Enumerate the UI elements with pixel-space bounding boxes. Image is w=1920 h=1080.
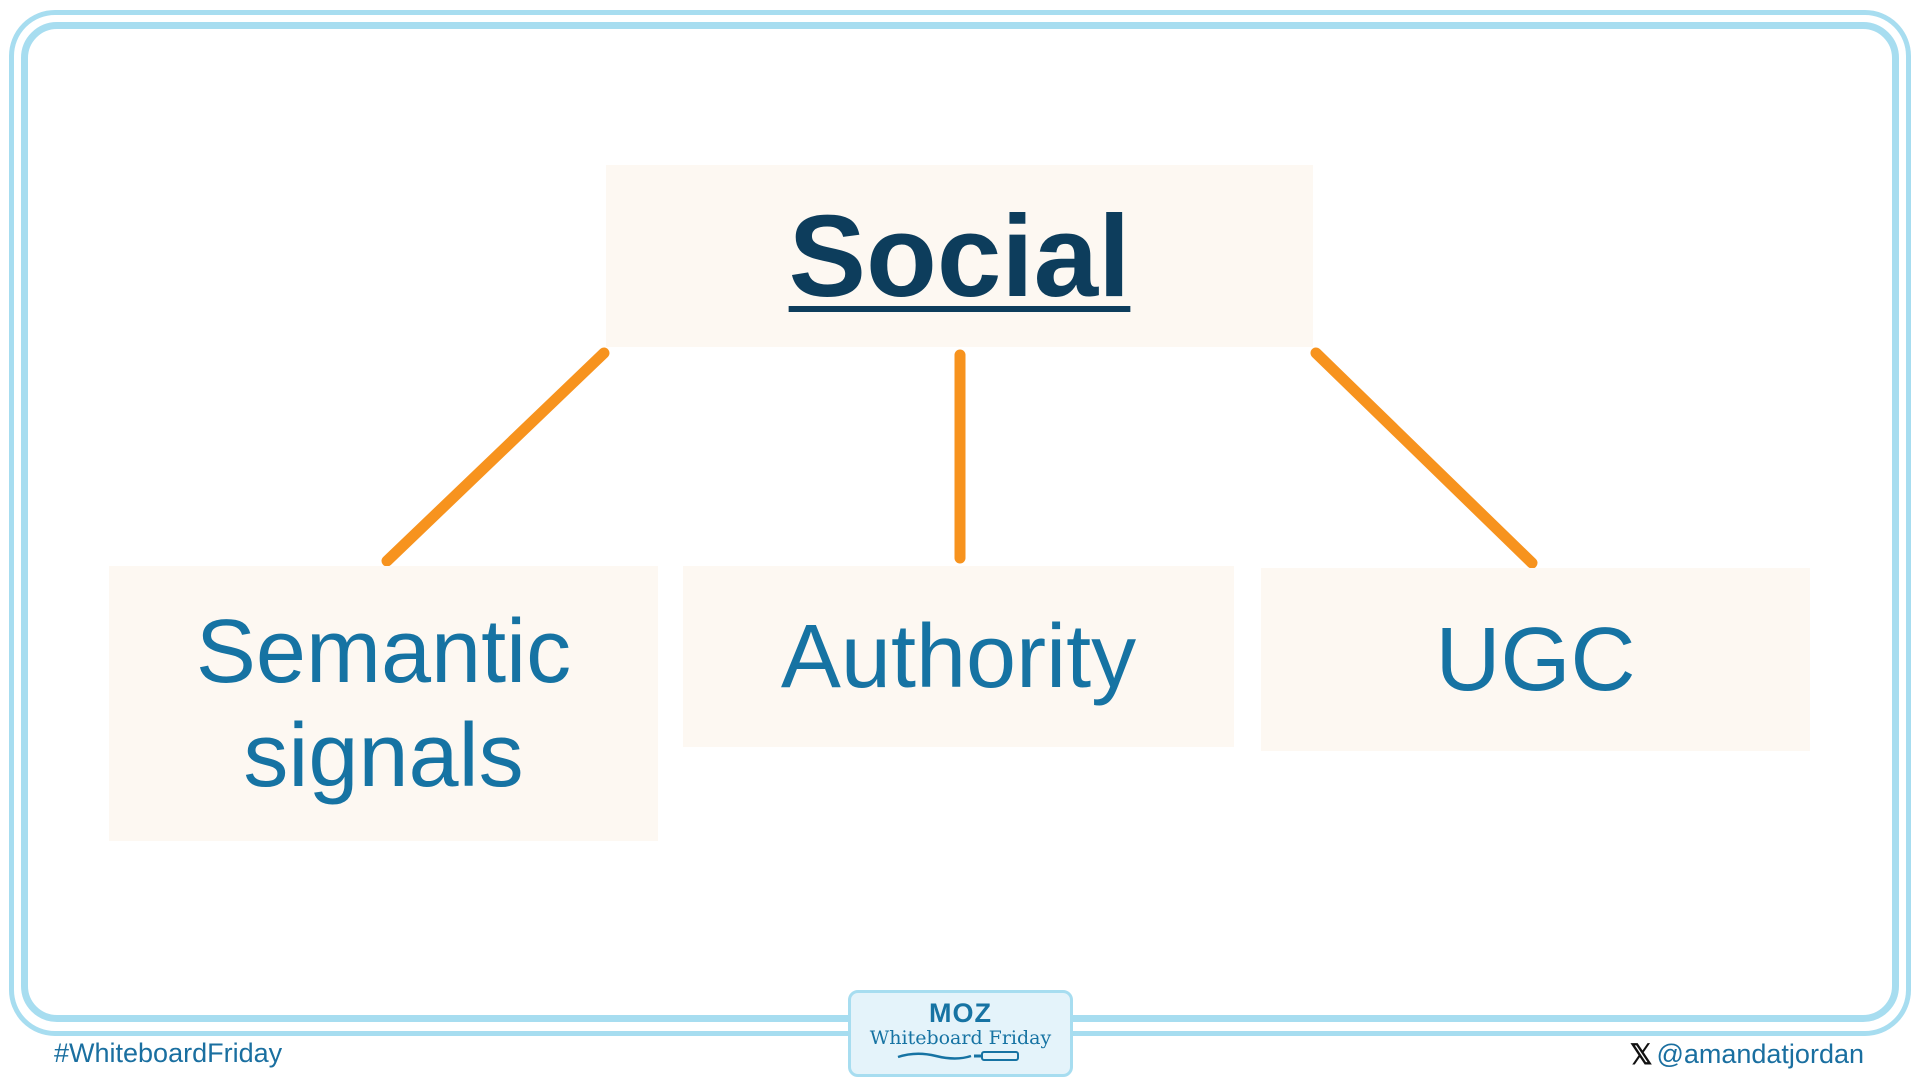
node-label: UGC — [1435, 609, 1636, 710]
node-semantic-signals: Semantic signals — [109, 566, 658, 841]
hashtag: #WhiteboardFriday — [54, 1038, 283, 1068]
x-logo-icon: 𝕏 — [1629, 1039, 1653, 1070]
connector-semantic — [381, 347, 610, 567]
node-label: signals — [243, 705, 524, 806]
node-label: Authority — [780, 606, 1137, 707]
author-handle: 𝕏 @amandatjordan — [1630, 1038, 1864, 1071]
node-authority: Authority — [683, 566, 1234, 747]
logo-brand: MOZ — [929, 998, 992, 1028]
handle-text: @amandatjordan — [1656, 1039, 1864, 1069]
logo-title: Whiteboard Friday — [869, 1027, 1052, 1049]
root-node: Social — [606, 165, 1313, 347]
node-ugc: UGC — [1261, 568, 1810, 751]
moz-whiteboard-friday-logo: MOZ Whiteboard Friday — [848, 990, 1073, 1077]
connector-ugc — [1310, 347, 1538, 569]
marker-icon — [897, 1051, 1019, 1061]
node-label: Semantic — [195, 601, 572, 702]
root-title: Social — [788, 191, 1131, 321]
